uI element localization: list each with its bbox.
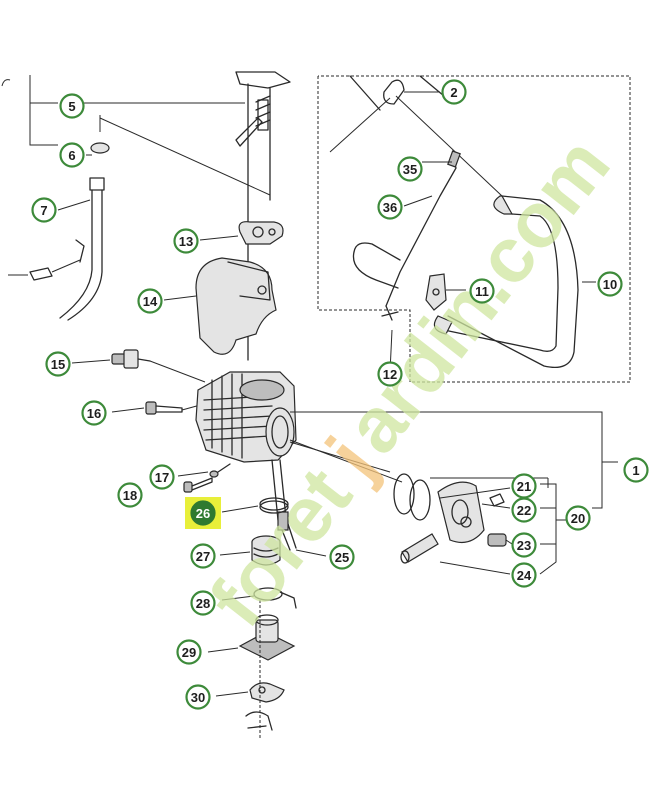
callout-12[interactable]: 12 — [377, 361, 403, 387]
callout-circle — [511, 562, 537, 588]
callout-15[interactable]: 15 — [45, 351, 71, 377]
callout-25[interactable]: 25 — [329, 544, 355, 570]
callout-22[interactable]: 22 — [511, 497, 537, 523]
callout-label: 28 — [196, 596, 210, 611]
callout-label: 18 — [123, 488, 137, 503]
callout-label: 24 — [517, 568, 532, 583]
callout-20[interactable]: 20 — [565, 505, 591, 531]
callout-circle — [565, 505, 591, 531]
callout-circle — [190, 590, 216, 616]
callout-30[interactable]: 30 — [185, 684, 211, 710]
callout-label: 6 — [68, 148, 75, 163]
part-26-clamp — [259, 497, 289, 514]
part-29-adapter — [238, 614, 296, 661]
callout-label: 2 — [450, 85, 457, 100]
callout-28[interactable]: 28 — [190, 590, 216, 616]
callout-7[interactable]: 7 — [31, 197, 57, 223]
callout-circle — [31, 197, 57, 223]
callout-circle — [329, 544, 355, 570]
callout-label: 5 — [68, 99, 75, 114]
callout-18[interactable]: 18 — [117, 482, 143, 508]
callout-11[interactable]: 11 — [469, 278, 495, 304]
part-30-gasket — [249, 682, 285, 703]
callout-circle — [59, 142, 85, 168]
callout-label: 10 — [603, 277, 617, 292]
callout-circle — [173, 228, 199, 254]
callout-circle — [190, 543, 216, 569]
callout-circle — [185, 684, 211, 710]
part-6-washer — [90, 142, 110, 154]
callout-35[interactable]: 35 — [397, 156, 423, 182]
callout-circle — [623, 457, 649, 483]
callout-1[interactable]: 1 — [623, 457, 649, 483]
callout-circle — [117, 482, 143, 508]
callout-circle — [441, 79, 467, 105]
part-28-clamp — [253, 587, 297, 609]
callout-label: 15 — [51, 357, 65, 372]
callout-label: 35 — [403, 162, 417, 177]
piston-assembly — [393, 473, 507, 564]
callout-label: 30 — [191, 690, 205, 705]
parts-drawing — [1, 71, 631, 740]
part-7-pipe — [8, 177, 105, 321]
callout-label: 26 — [196, 506, 210, 521]
callout-circle — [45, 351, 71, 377]
callout-circle — [81, 400, 107, 426]
callout-circle — [511, 532, 537, 558]
callout-layer: 1256710111213141516171820212223242526272… — [31, 79, 649, 710]
callout-circle — [511, 497, 537, 523]
part-17-washer — [209, 463, 231, 478]
callout-27[interactable]: 27 — [190, 543, 216, 569]
callout-circle — [59, 93, 85, 119]
callout-10[interactable]: 10 — [597, 271, 623, 297]
callout-29[interactable]: 29 — [176, 639, 202, 665]
callout-label: 7 — [40, 203, 47, 218]
callout-label: 29 — [182, 645, 196, 660]
callout-17[interactable]: 17 — [149, 464, 175, 490]
part-27-intake-boot — [251, 535, 281, 566]
callout-label: 36 — [383, 200, 397, 215]
cylinder — [195, 371, 297, 463]
callout-circle — [377, 194, 403, 220]
callout-label: 25 — [335, 550, 349, 565]
callout-23[interactable]: 23 — [511, 532, 537, 558]
callout-label: 12 — [383, 367, 397, 382]
part-18-bolt — [183, 477, 213, 493]
callout-5[interactable]: 5 — [59, 93, 85, 119]
callout-36[interactable]: 36 — [377, 194, 403, 220]
callout-label: 14 — [143, 294, 158, 309]
handle-assembly — [317, 75, 631, 383]
callout-circle — [397, 156, 423, 182]
callout-label: 22 — [517, 503, 531, 518]
part-13-gasket — [238, 221, 284, 245]
callout-circle — [137, 288, 163, 314]
callout-14[interactable]: 14 — [137, 288, 163, 314]
callout-circle — [176, 639, 202, 665]
callout-24[interactable]: 24 — [511, 562, 537, 588]
part-14-heat-shield — [195, 257, 277, 355]
callout-label: 1 — [632, 463, 639, 478]
callout-label: 21 — [517, 479, 531, 494]
callout-circle — [149, 464, 175, 490]
callout-circle — [377, 361, 403, 387]
callout-6[interactable]: 6 — [59, 142, 85, 168]
callout-label: 17 — [155, 470, 169, 485]
callout-label: 11 — [475, 284, 489, 299]
callout-label: 16 — [87, 406, 101, 421]
callout-26[interactable]: 26 — [185, 497, 221, 529]
callout-label: 20 — [571, 511, 585, 526]
part-16-bolt — [145, 401, 183, 415]
part-15-spark-plug — [111, 349, 151, 369]
callout-circle — [469, 278, 495, 304]
callout-circle — [597, 271, 623, 297]
callout-21[interactable]: 21 — [511, 473, 537, 499]
callout-16[interactable]: 16 — [81, 400, 107, 426]
callout-circle — [190, 500, 216, 526]
callout-2[interactable]: 2 — [441, 79, 467, 105]
callout-label: 27 — [196, 549, 210, 564]
callout-label: 13 — [179, 234, 193, 249]
callout-13[interactable]: 13 — [173, 228, 199, 254]
callout-label: 23 — [517, 538, 531, 553]
